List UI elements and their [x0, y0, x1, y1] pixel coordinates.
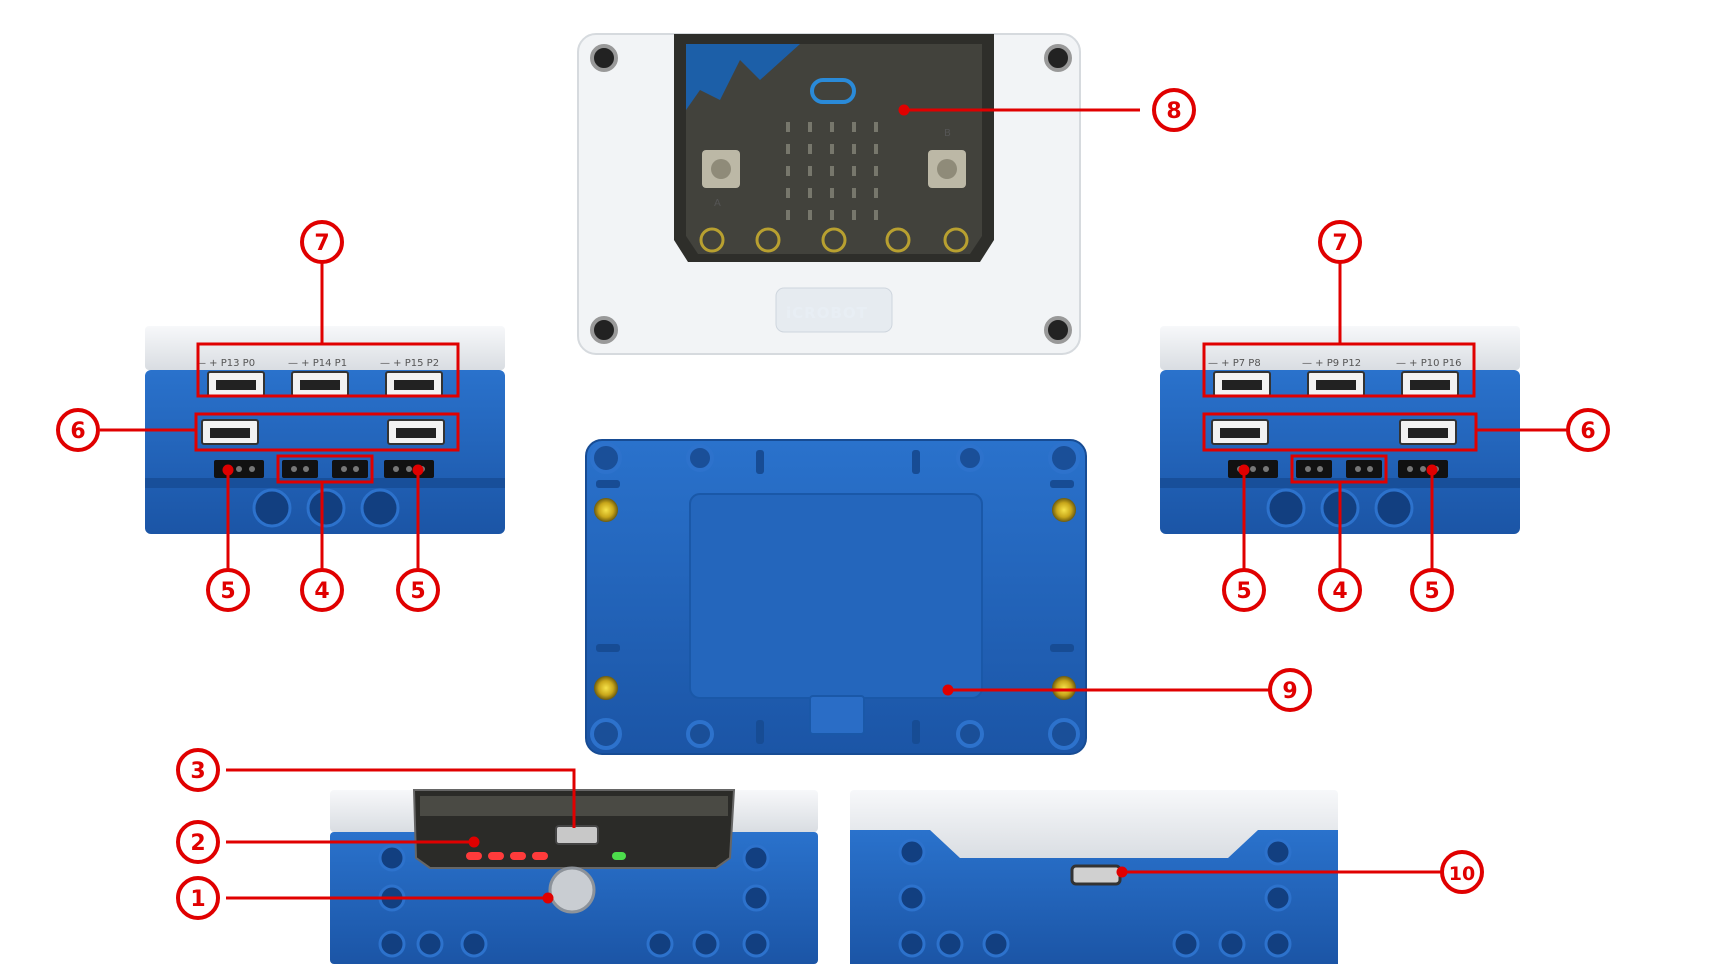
svg-text:9: 9 — [1282, 679, 1297, 704]
svg-text:10: 10 — [1449, 863, 1475, 885]
svg-text:4: 4 — [314, 579, 329, 604]
red-leds — [466, 852, 548, 860]
highlight-box-4-left — [276, 454, 374, 484]
left-port-label-3: — + P15 P2 — [380, 358, 439, 369]
top-view: A B iCROBOT — [577, 33, 1081, 355]
callout-5-right-b: 5 — [1410, 568, 1454, 612]
callout-7-left: 7 — [300, 220, 344, 264]
left-port-label-1: — + P13 P0 — [196, 358, 255, 369]
callout-5-right-a: 5 — [1222, 568, 1266, 612]
callout-4-right: 4 — [1318, 568, 1362, 612]
svg-text:7: 7 — [1332, 231, 1347, 256]
svg-text:5: 5 — [220, 579, 235, 604]
callout-6-left: 6 — [56, 408, 100, 452]
corner-hole — [590, 316, 618, 344]
callout-7-right: 7 — [1318, 220, 1362, 264]
micro-usb-port-front — [555, 825, 599, 845]
corner-hole — [590, 44, 618, 72]
right-port-label-2: — + P9 P12 — [1302, 358, 1361, 369]
svg-text:3: 3 — [190, 759, 205, 784]
screw — [1052, 498, 1076, 522]
callout-3: 3 — [176, 748, 220, 792]
right-top-ports: — + P7 P8 — + P9 P12 — + P10 P16 — [1208, 358, 1461, 397]
bottom-view — [585, 439, 1087, 755]
callout-2: 2 — [176, 820, 220, 864]
svg-text:5: 5 — [1424, 579, 1439, 604]
svg-text:1: 1 — [190, 887, 205, 912]
screw — [594, 676, 618, 700]
svg-text:4: 4 — [1332, 579, 1347, 604]
highlight-box-6-left — [194, 412, 460, 452]
left-top-ports: — + P13 P0 — + P14 P1 — + P15 P2 — [196, 358, 443, 397]
callout-6-right: 6 — [1566, 408, 1610, 452]
micro-usb-port-back — [1070, 864, 1122, 886]
callout-10: 10 — [1440, 850, 1484, 894]
svg-text:7: 7 — [314, 231, 329, 256]
back-view — [850, 790, 1338, 964]
microbit-board: A B — [674, 34, 994, 262]
svg-text:2: 2 — [190, 831, 205, 856]
left-port-label-2: — + P14 P1 — [288, 358, 347, 369]
left-mid-ports — [201, 419, 445, 445]
button-b-label: B — [944, 128, 951, 139]
power-switch — [548, 866, 596, 914]
callout-9: 9 — [1268, 668, 1312, 712]
left-side-view: — + P13 P0 — + P14 P1 — + P15 P2 — [145, 326, 505, 534]
callout-1: 1 — [176, 876, 220, 920]
screw — [594, 498, 618, 522]
screw — [1052, 676, 1076, 700]
svg-text:5: 5 — [1236, 579, 1251, 604]
svg-text:5: 5 — [410, 579, 425, 604]
right-side-view: — + P7 P8 — + P9 P12 — + P10 P16 — [1160, 326, 1520, 534]
callout-5-left-b: 5 — [396, 568, 440, 612]
callout-4-left: 4 — [300, 568, 344, 612]
leader-lines — [100, 104, 1568, 904]
svg-text:6: 6 — [1580, 419, 1595, 444]
callout-8: 8 — [1152, 88, 1196, 132]
corner-hole — [1044, 44, 1072, 72]
right-port-label-3: — + P10 P16 — [1396, 358, 1461, 369]
corner-hole — [1044, 316, 1072, 344]
brand-logo: iCROBOT — [786, 304, 868, 322]
svg-text:6: 6 — [70, 419, 85, 444]
front-view — [330, 789, 818, 964]
right-mid-ports — [1211, 419, 1457, 445]
highlight-box-7-left — [196, 342, 460, 398]
callout-5-left-a: 5 — [206, 568, 250, 612]
button-a-label: A — [714, 198, 721, 209]
svg-text:8: 8 — [1166, 99, 1181, 124]
callout-badges: 8 9 7 7 6 6 5 4 — [56, 88, 1610, 920]
right-port-label-1: — + P7 P8 — [1208, 358, 1261, 369]
highlight-box-6-right — [1202, 412, 1478, 452]
green-led — [612, 852, 626, 860]
